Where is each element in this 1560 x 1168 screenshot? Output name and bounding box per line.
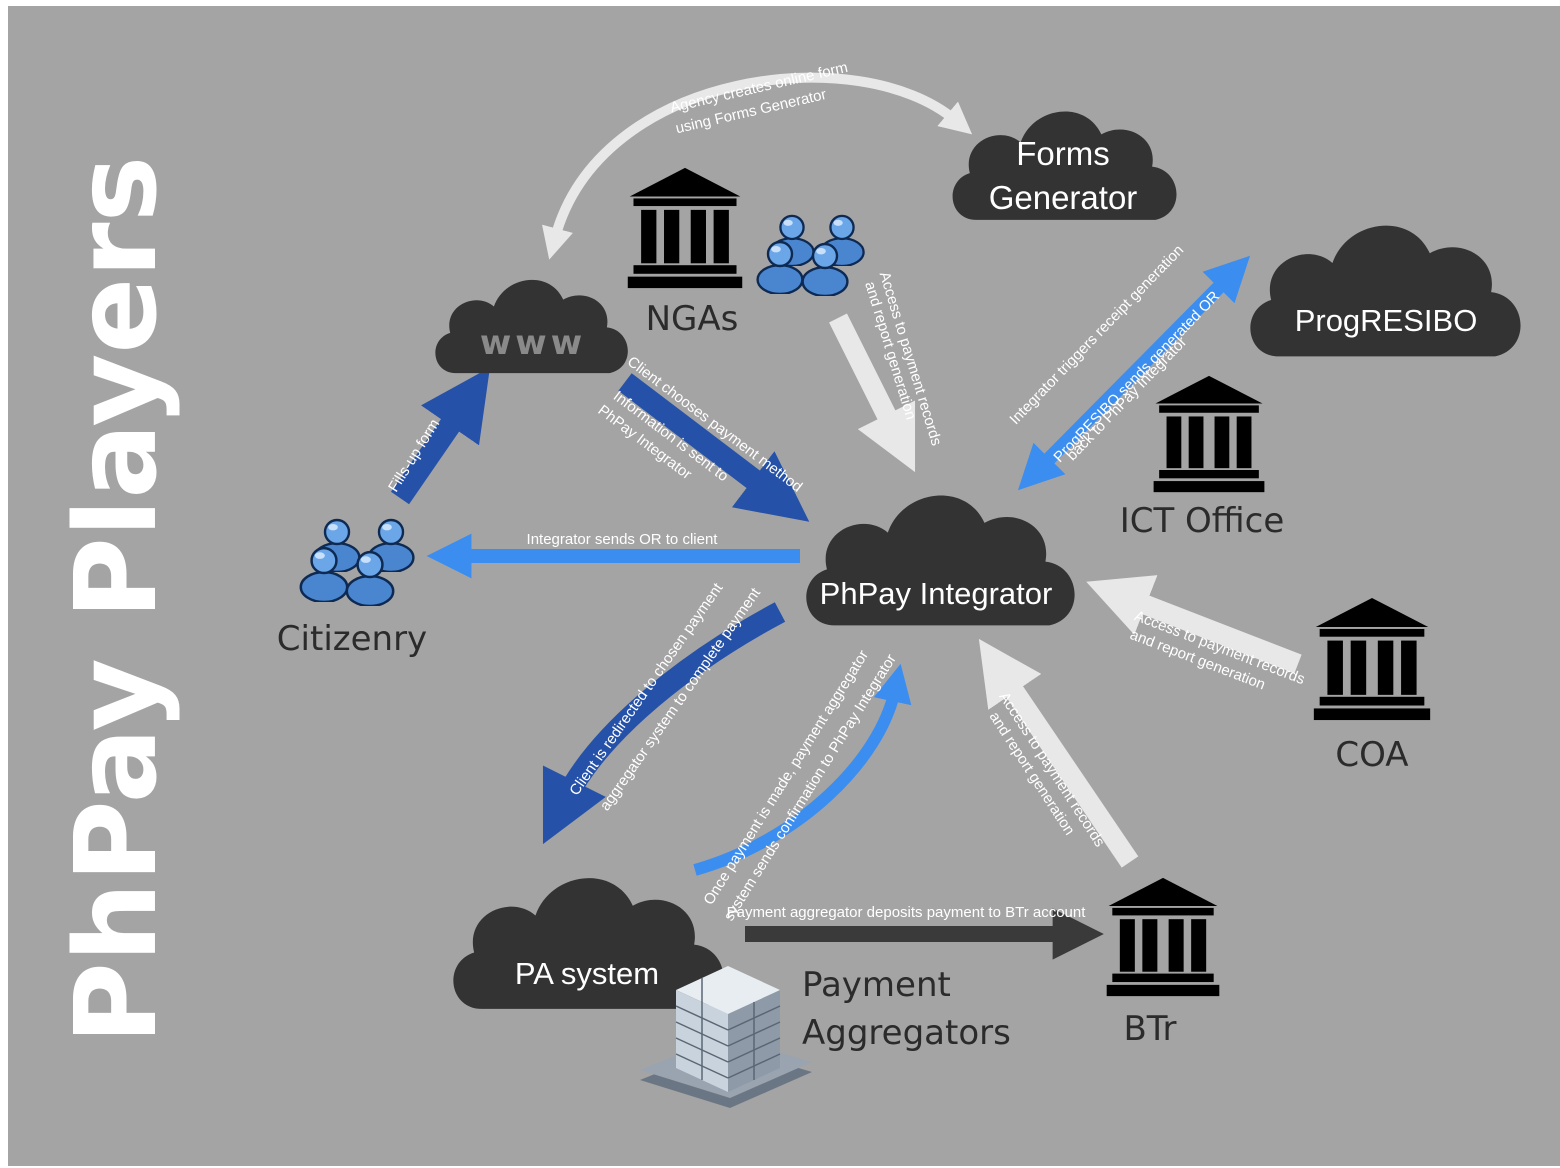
background: [8, 6, 1560, 1166]
coa-label: COA: [1335, 735, 1408, 775]
payment-aggregators-label-1: Payment: [802, 965, 951, 1005]
ngas-label: NGAs: [646, 299, 739, 339]
office-building-icon: [640, 966, 812, 1108]
arrow-coa-access: [1086, 575, 1302, 674]
ict-office-label: ICT Office: [1120, 501, 1285, 541]
arrow-btr-access: [978, 638, 1139, 868]
cloud-www: www: [435, 279, 628, 374]
payment-aggregators-label-2: Aggregators: [802, 1013, 1011, 1053]
cloud-pa-system: PA system: [453, 878, 724, 1009]
arrow-integrator-progresibo: [1017, 255, 1251, 491]
cloud-progresibo: ProgRESIBO: [1250, 225, 1521, 357]
forms-generator-label-1: Forms: [1016, 135, 1110, 172]
pa-system-label: PA system: [515, 956, 659, 991]
arrow-ngas-access: [829, 313, 916, 473]
cloud-phpay-integrator: PhPay Integrator: [806, 495, 1075, 626]
citizenry-label: Citizenry: [277, 619, 427, 659]
phpay-integrator-label: PhPay Integrator: [820, 576, 1053, 611]
label-deposit: Payment aggregator deposits payment to B…: [727, 904, 1087, 921]
page-title: PhPay Players: [52, 156, 182, 1045]
arrow-client-redirected: [542, 602, 786, 845]
label-integrator-sends-or: Integrator sends OR to client: [527, 531, 719, 548]
cloud-forms-generator: Forms Generator: [952, 111, 1177, 220]
progresibo-label: ProgRESIBO: [1295, 303, 1478, 338]
btr-label: BTr: [1123, 1009, 1176, 1049]
www-label: www: [480, 323, 586, 363]
arrow-payment-confirmation: [693, 663, 912, 876]
arrow-fills-up-form: [390, 367, 490, 505]
arrow-client-chooses: [618, 373, 810, 522]
arrow-agency-forms: [542, 72, 973, 260]
forms-generator-label-2: Generator: [989, 179, 1138, 216]
